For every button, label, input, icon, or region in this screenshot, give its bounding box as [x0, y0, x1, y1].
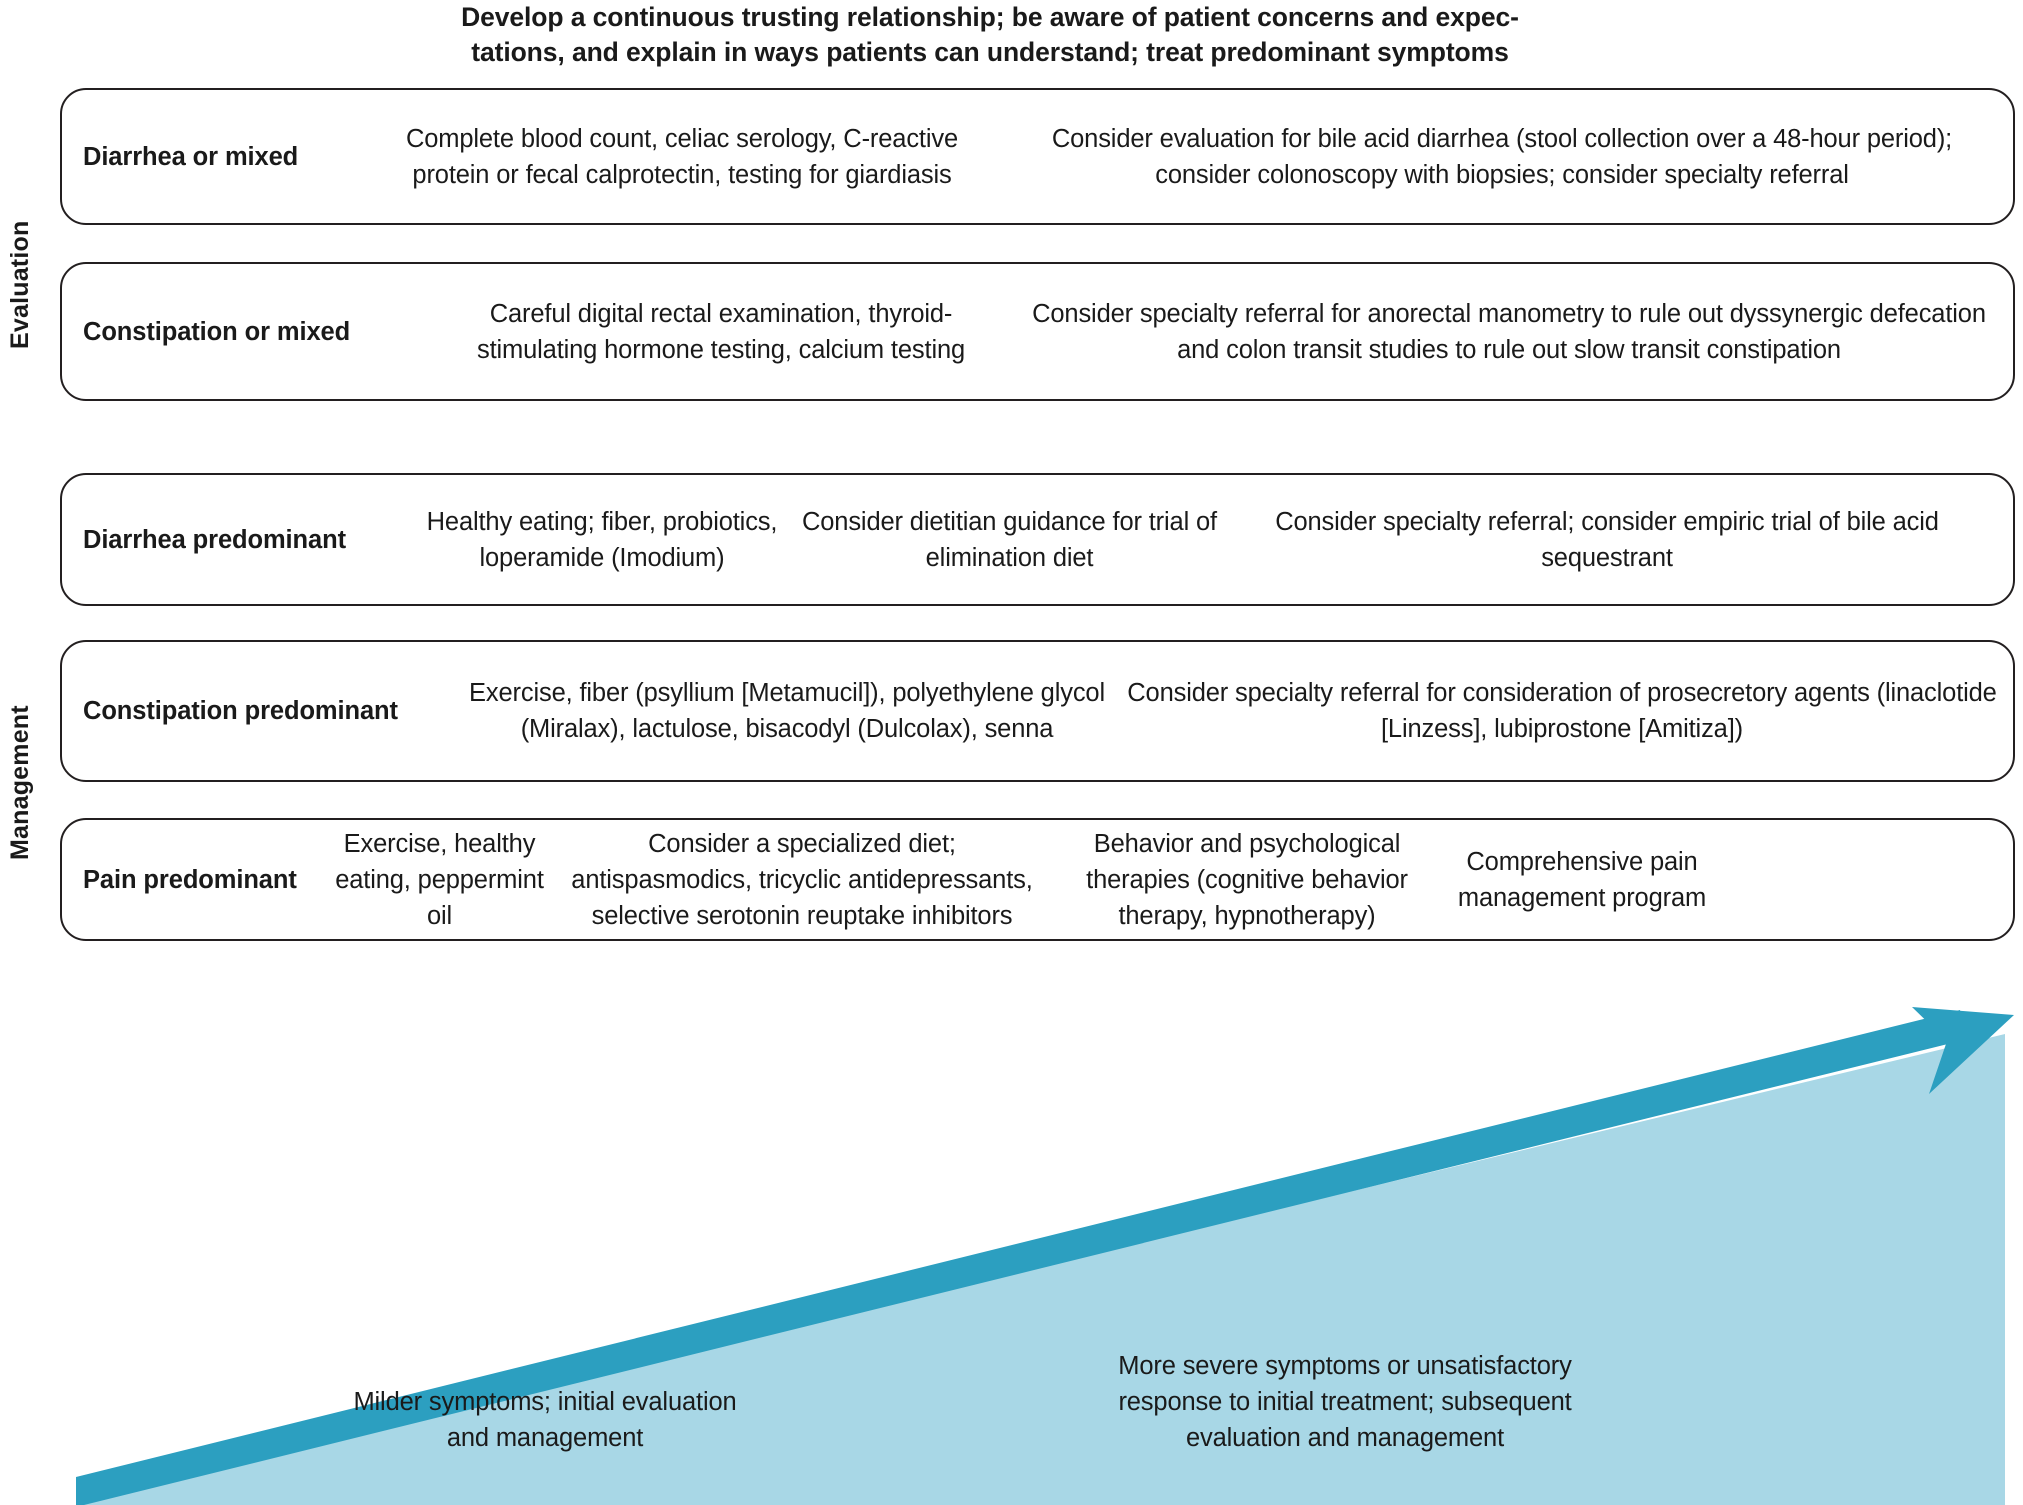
table-row-constipation-predominant: Constipation predominant Exercise, fiber… — [60, 640, 2015, 782]
row-cell-initial: Exercise, healthy eating, peppermint oil — [335, 829, 544, 930]
row-label: Diarrhea or mixed — [83, 142, 299, 171]
row-label: Constipation or mixed — [83, 317, 351, 346]
section-label-evaluation: Evaluation — [6, 220, 34, 350]
row-cell-middle: Consider dietitian guidance for trial of… — [802, 507, 1217, 572]
header-line-2: tations, and explain in ways patients ca… — [471, 37, 1509, 67]
row-label: Diarrhea predominant — [83, 525, 346, 554]
row-cell-subsequent: Consider specialty referral; consider em… — [1275, 507, 1939, 572]
row-cell-second: Consider a specialized diet; antispasmod… — [571, 829, 1033, 930]
diagram-header: Develop a continuous trusting relationsh… — [330, 0, 1650, 70]
row-label: Constipation predominant — [83, 697, 398, 725]
row-cell-initial: Complete blood count, celiac serology, C… — [405, 124, 959, 189]
row-cell-subsequent: Comprehensive pain management program — [1457, 847, 1707, 912]
section-label-management: Management — [6, 705, 34, 861]
table-row-constipation-or-mixed: Constipation or mixed Careful digital re… — [60, 262, 2015, 401]
row-cell-subsequent: Consider specialty referral for anorecta… — [1032, 299, 1986, 364]
caption-more-severe-symptoms: More severe symptoms or unsatisfactory r… — [1118, 1352, 1572, 1452]
table-row-pain-predominant: Pain predominant Exercise, healthy eatin… — [60, 818, 2015, 941]
table-row-diarrhea-predominant: Diarrhea predominant Healthy eating; fib… — [60, 473, 2015, 606]
row-label: Pain predominant — [83, 865, 297, 894]
row-cell-subsequent: Consider evaluation for bile acid diarrh… — [1051, 124, 1953, 189]
row-cell-initial: Exercise, fiber (psyllium [Metamucil]), … — [469, 679, 1105, 743]
arrow-head — [1912, 1007, 2014, 1094]
row-cell-third: Behavior and psychological therapies (co… — [1086, 829, 1408, 930]
row-cell-initial: Careful digital rectal examination, thyr… — [476, 299, 966, 364]
row-cell-initial: Healthy eating; fiber, probiotics, loper… — [426, 507, 778, 572]
table-row-diarrhea-or-mixed: Diarrhea or mixed Complete blood count, … — [60, 88, 2015, 225]
header-line-1: Develop a continuous trusting relationsh… — [461, 2, 1519, 32]
caption-milder-symptoms: Milder symptoms; initial evaluation and … — [353, 1388, 737, 1452]
row-cell-subsequent: Consider specialty referral for consider… — [1127, 679, 1997, 743]
